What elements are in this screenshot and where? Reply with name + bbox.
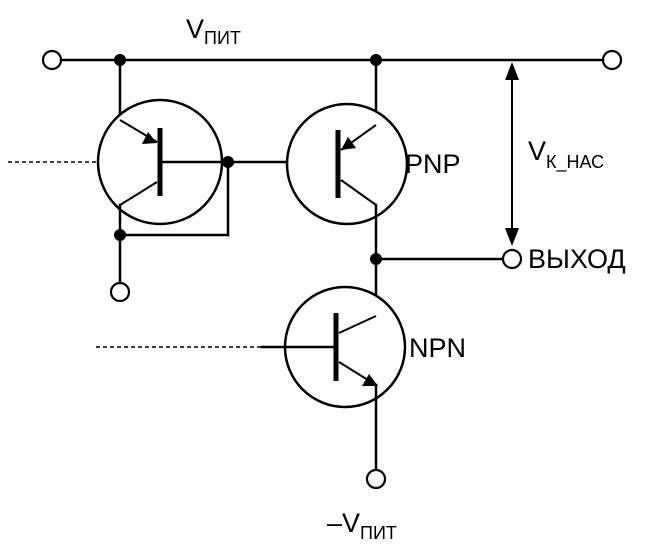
supply-label: VПИТ [186, 14, 241, 48]
supply-right-terminal [601, 49, 623, 71]
junction-dot [114, 229, 126, 241]
saturation-voltage-arrow [505, 62, 519, 246]
output-terminal [501, 248, 523, 270]
emitter-arrow-icon [142, 132, 157, 144]
saturation-voltage-label: VК_НАС [528, 136, 604, 173]
junction-dot [370, 253, 382, 265]
arrow-down-icon [505, 228, 519, 246]
emitter-arrow-icon [362, 374, 378, 386]
left-transistor [8, 58, 234, 303]
left-bottom-terminal [109, 281, 131, 303]
neg-supply-terminal [365, 468, 387, 490]
output-label: ВЫХОД [528, 244, 626, 274]
output-node [370, 248, 523, 270]
pnp-label: PNP [405, 149, 461, 179]
pnp-transistor [285, 58, 409, 318]
npn-label: NPN [409, 333, 466, 363]
supply-left-terminal [41, 49, 63, 71]
neg-supply-label: –VПИТ [327, 508, 397, 543]
emitter-arrow-icon [341, 137, 356, 150]
npn-transistor [96, 285, 407, 490]
supply-rail [41, 49, 623, 71]
arrow-up-icon [505, 62, 519, 80]
